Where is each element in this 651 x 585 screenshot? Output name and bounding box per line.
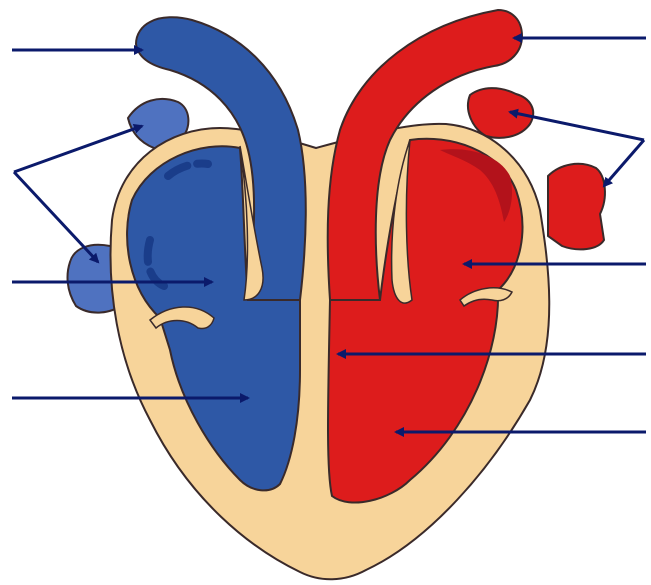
red-upper-stub: [468, 88, 533, 138]
pointer-right-pair-lower: [604, 140, 644, 186]
pointer-right-pair-upper: [510, 112, 644, 140]
pointer-left-pair-upper: [14, 126, 142, 172]
red-lower-stub: [548, 164, 605, 250]
pointer-left-pair-lower: [14, 172, 98, 262]
